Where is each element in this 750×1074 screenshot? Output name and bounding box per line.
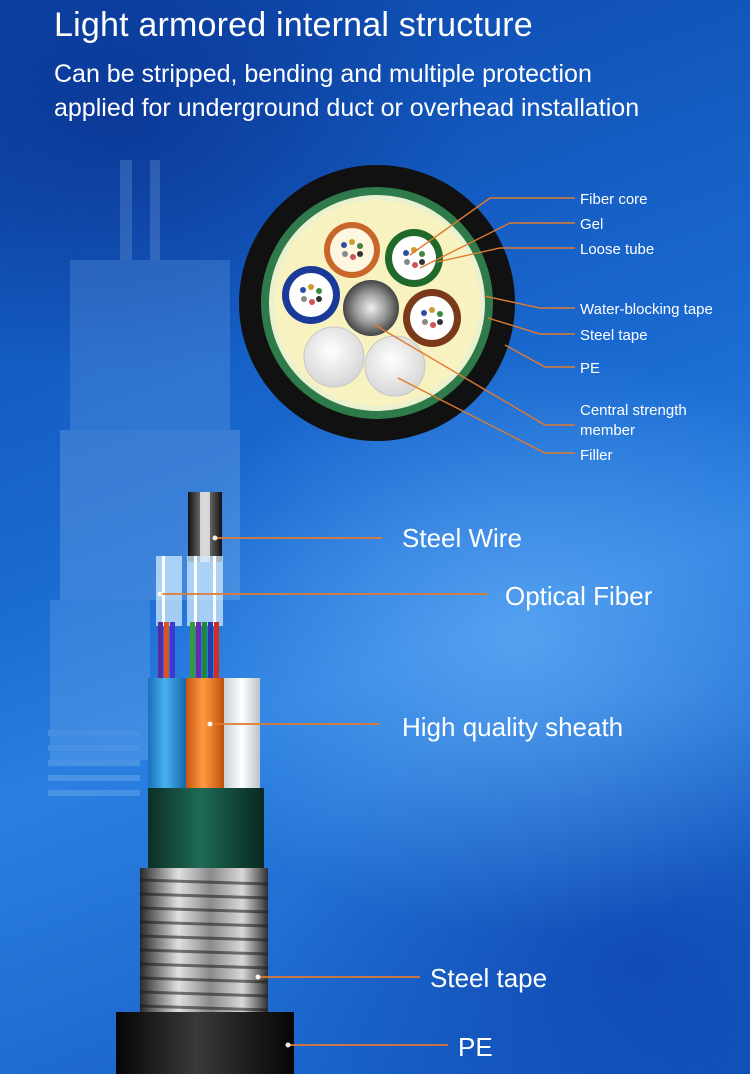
pe-outer-sheath [116, 1012, 294, 1074]
cable-leader-lines [160, 537, 488, 1046]
label-water-blocking-tape: Water-blocking tape [580, 301, 713, 318]
central-strength-member [343, 280, 399, 336]
label-fiber-core: Fiber core [580, 191, 648, 208]
label-pe: PE [458, 1032, 493, 1062]
label-high-quality-sheath: High quality sheath [402, 712, 623, 742]
ghost-cable-background [48, 160, 240, 796]
corrugated-steel-tape [139, 868, 269, 1014]
label-steel-wire: Steel Wire [402, 523, 522, 553]
label-loose-tube: Loose tube [580, 241, 654, 258]
label-gel: Gel [580, 216, 603, 233]
sheath-blue-tube [148, 678, 186, 790]
label-steel-tape: Steel tape [430, 963, 547, 993]
optical-fiber-tube-right [187, 556, 223, 626]
subtitle-line-1: Can be stripped, bending and multiple pr… [54, 60, 592, 88]
label-central-strength-member-2: member [580, 422, 635, 439]
sheath-white-filler [224, 678, 260, 790]
loose-tube-brown [403, 289, 461, 347]
loose-tube-blue [282, 266, 340, 324]
filler-left [303, 326, 365, 388]
cross-section-leader-lines [374, 197, 575, 454]
green-armor-layer [148, 788, 264, 870]
colored-fibers [158, 622, 219, 678]
label-steel-tape-section: Steel tape [580, 327, 648, 344]
label-central-strength-member-1: Central strength [580, 402, 687, 419]
loose-tube-green [385, 229, 443, 287]
optical-fiber-tube-left [156, 556, 182, 626]
label-pe-section: PE [580, 360, 600, 377]
subtitle-line-2: applied for underground duct or overhead… [54, 94, 640, 122]
loose-tube-orange [324, 222, 380, 278]
label-filler: Filler [580, 447, 613, 464]
label-optical-fiber: Optical Fiber [505, 581, 653, 611]
sheath-orange-tube [186, 678, 224, 790]
page-title: Light armored internal structure [54, 6, 533, 44]
cable-cross-section [239, 165, 515, 441]
stripped-cable [116, 492, 294, 1074]
